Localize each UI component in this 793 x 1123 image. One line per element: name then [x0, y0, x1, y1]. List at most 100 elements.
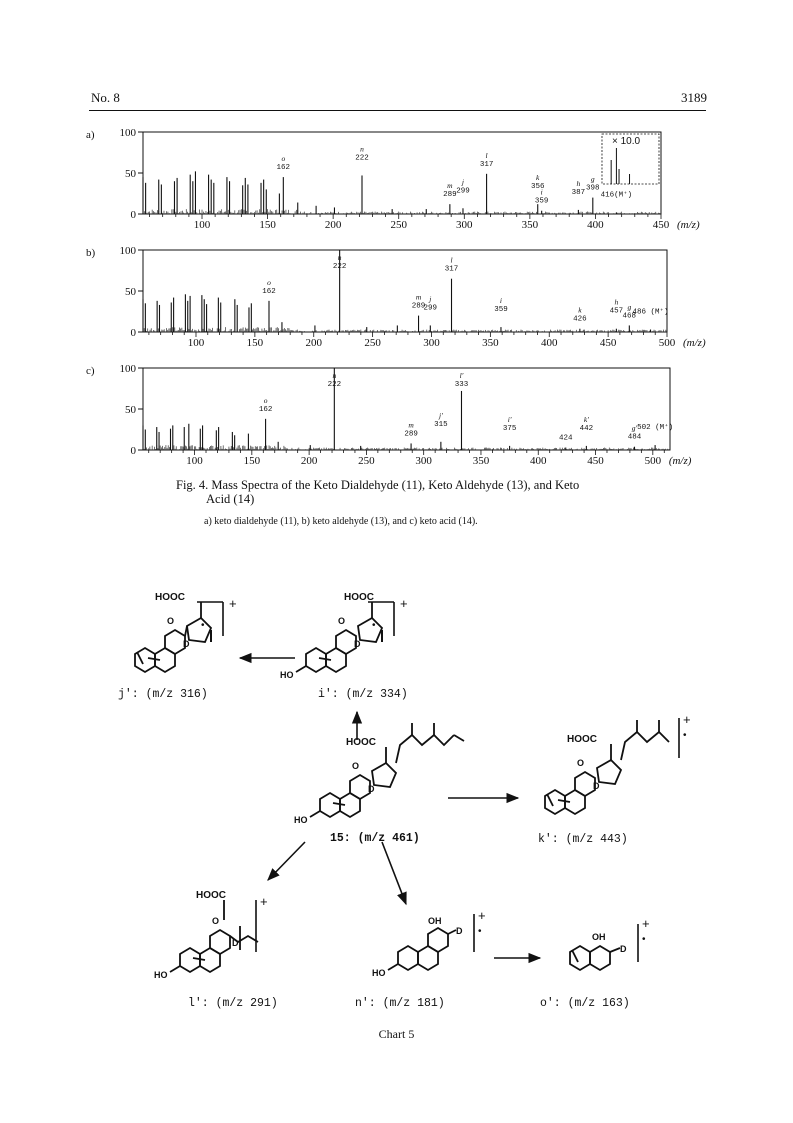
peak-mz-label: 317	[445, 266, 459, 274]
x-tick-label: 100	[194, 219, 211, 231]
hooc-label: HOOC	[567, 734, 597, 745]
structure-o-prime: OH D + •	[569, 916, 650, 972]
x-tick-label: 100	[188, 337, 205, 349]
x-tick-label: 350	[522, 219, 539, 231]
plot-frame	[142, 249, 668, 333]
x-tick-label: 150	[247, 337, 264, 349]
panel-label: a)	[86, 129, 95, 141]
ring-d-label: D	[593, 781, 600, 791]
hooc-label: HOOC	[196, 890, 226, 901]
plot-frame	[142, 131, 662, 215]
ho-label: HO	[154, 970, 168, 980]
fragment-letter: n	[360, 144, 364, 153]
structure-k-prime: HOOC O D + •	[544, 712, 691, 815]
cation-plus: +	[229, 596, 237, 611]
inset-scale-label: × 10.0	[612, 136, 641, 147]
peak-mz-label: 442	[580, 425, 594, 433]
fragment-letter: g	[627, 302, 631, 311]
ring-d-label: D	[368, 784, 375, 794]
x-tick-label: 350	[473, 455, 490, 467]
peak-mz-label: 375	[503, 425, 517, 433]
fragment-letter: o	[281, 154, 285, 163]
figure-subcaption: a) keto dialdehyde (11), b) keto aldehyd…	[204, 516, 478, 527]
x-tick-label: 100	[186, 455, 203, 467]
ring-d-label: D	[620, 944, 627, 954]
journal-issue: No. 8	[91, 90, 120, 105]
x-tick-label: 500	[659, 337, 676, 349]
fragment-letter: m	[408, 420, 414, 429]
fragment-letter: m	[416, 293, 422, 302]
peak-mz-label: 222	[328, 381, 342, 389]
x-tick-label: 200	[305, 337, 322, 349]
fragment-letter: i	[541, 188, 543, 197]
ho-label: HO	[372, 968, 386, 978]
fragment-letter: l'	[460, 371, 464, 380]
x-tick-label: 450	[600, 337, 617, 349]
panel-label: b)	[86, 247, 96, 259]
peak-mz-label: 359	[494, 306, 508, 314]
oh-label: OH	[428, 916, 442, 926]
fragment-letter: g	[591, 175, 595, 184]
y-tick-label: 100	[120, 245, 137, 257]
fragment-letter: i	[500, 296, 502, 305]
figure-caption: Fig. 4. Mass Spectra of the Keto Dialdeh…	[176, 478, 646, 506]
x-tick-label: 300	[415, 455, 432, 467]
structure-15: HOOC HO O D	[294, 723, 465, 825]
keto-o-label: O	[212, 916, 219, 926]
ring-d-label: D	[232, 938, 239, 948]
fragment-letter: h	[577, 179, 581, 188]
structure-j-prime: HOOC O D • +	[134, 592, 237, 673]
structure-l-prime: HOOC HO O D +	[154, 890, 268, 980]
y-tick-label: 100	[120, 363, 137, 375]
fragment-letter: n	[332, 371, 336, 380]
label-l-prime: l': (m/z 291)	[188, 997, 278, 1010]
radical-dot: •	[478, 926, 482, 937]
label-o-prime: o': (m/z 163)	[540, 997, 630, 1010]
peak-mz-label: 356	[531, 183, 545, 191]
radical-dot: •	[642, 934, 646, 945]
ho-label: HO	[280, 670, 294, 680]
hooc-label: HOOC	[344, 592, 374, 603]
peak-mz-label: 398	[586, 185, 600, 193]
fragment-letter: j'	[438, 411, 443, 420]
cation-plus: +	[478, 908, 486, 923]
y-tick-label: 100	[120, 127, 137, 139]
peak-mz-label: 416(M⁺)	[601, 191, 633, 199]
peak-mz-label: 299	[424, 304, 438, 312]
structure-n-prime: OH HO D + •	[372, 908, 486, 978]
x-tick-label: 300	[423, 337, 440, 349]
x-tick-label: 450	[653, 219, 670, 231]
peak-mz-label: 299	[456, 187, 470, 195]
header-rule	[89, 110, 706, 111]
cation-plus: +	[400, 596, 408, 611]
peak-mz-label: 359	[535, 198, 549, 206]
figure-caption-title-cont: Acid (14)	[206, 492, 255, 506]
y-tick-label: 50	[125, 168, 137, 180]
arrow-15-to-l	[267, 841, 306, 881]
cation-plus: +	[683, 712, 691, 727]
x-axis-unit: (m/z)	[677, 219, 700, 231]
hooc-label: HOOC	[155, 592, 185, 603]
fragment-letter: j	[461, 177, 464, 186]
x-axis-unit: (m/z)	[683, 337, 706, 349]
fragment-letter: o	[264, 396, 268, 405]
peak-mz-label: 222	[355, 154, 369, 162]
radical-dot: •	[201, 620, 205, 631]
peak-mz-label: 162	[277, 164, 291, 172]
peak-mz-label: 484	[628, 434, 642, 442]
fragment-letter: k'	[584, 415, 589, 424]
fragment-letter: o	[267, 278, 271, 287]
keto-o-label: O	[167, 616, 174, 626]
structure-i-prime: HOOC HO O D • +	[280, 592, 408, 680]
x-tick-label: 350	[482, 337, 499, 349]
fragment-letter: i'	[508, 415, 512, 424]
ring-d-label: D	[456, 926, 463, 936]
radical-dot: •	[683, 730, 687, 741]
arrow-15-to-n	[381, 841, 407, 906]
fragment-letter: m	[447, 181, 453, 190]
peak-mz-label: 162	[262, 288, 276, 296]
cation-plus: +	[642, 916, 650, 931]
x-tick-label: 500	[645, 455, 662, 467]
fragment-letter: n	[338, 253, 342, 262]
